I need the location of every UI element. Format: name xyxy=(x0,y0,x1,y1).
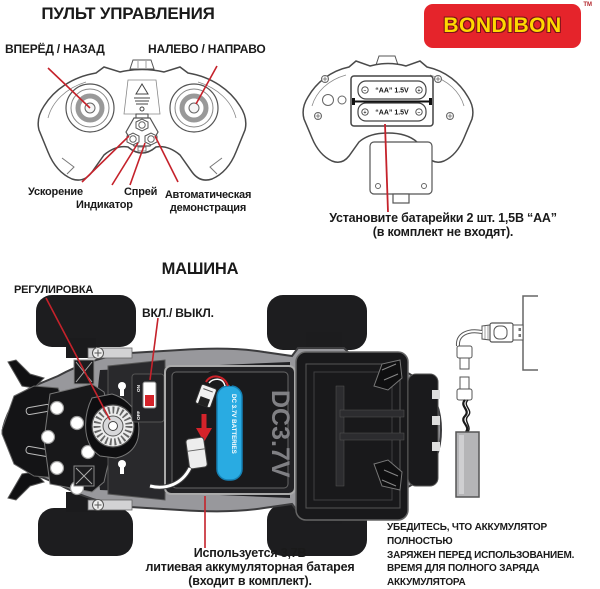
batteries-note-line2: (в комплект не входят). xyxy=(372,225,514,239)
charging-note: УБЕДИТЕСЬ, ЧТО АККУМУЛЯТОР ПОЛНОСТЬЮ ЗАР… xyxy=(387,521,600,589)
switch-on-label: ON xyxy=(136,384,141,392)
bondibon-logo: BONDIBON TM xyxy=(424,2,592,48)
rear-block xyxy=(295,351,440,521)
charger-battery-icon xyxy=(455,431,480,498)
car-battery-note-line3: (входит в комплект). xyxy=(188,574,312,588)
label-auto-demo-line2: демонстрация xyxy=(169,202,247,214)
batteries-note-line1: Установите батарейки 2 шт. 1,5В “АА” xyxy=(329,211,557,225)
battery-connector xyxy=(195,383,217,409)
logo-text: BONDIBON xyxy=(443,14,562,37)
polarity-minus: − xyxy=(418,110,421,116)
plug-arrowhead-icon xyxy=(196,428,212,442)
polarity-plus: + xyxy=(364,110,367,116)
adjustment-dial xyxy=(85,393,140,459)
charging-note-line3: ВРЕМЯ ДЛЯ ПОЛНОГО ЗАРЯДА АККУМУЛЯТОРА xyxy=(387,563,540,589)
usb-port-icon xyxy=(522,295,538,371)
lithium-battery xyxy=(216,385,243,481)
switch-off-label: OFF xyxy=(136,411,141,420)
charge-connector-a xyxy=(456,345,473,370)
charge-connector-b xyxy=(456,376,473,401)
forward-arrow-icon xyxy=(134,83,150,121)
charger-cable xyxy=(455,329,483,347)
label-power: ВКЛ./ ВЫКЛ. xyxy=(142,306,214,320)
label-left-right: НАЛЕВО / НАПРАВО xyxy=(148,42,266,56)
polarity-minus: − xyxy=(364,88,367,94)
battery-cover xyxy=(369,141,433,204)
remote-back-illustration: − + + − “AA” 1.5V “AA” 1.5V xyxy=(302,55,474,213)
screw-icons xyxy=(314,75,454,120)
usb-plug-icon xyxy=(481,322,524,343)
label-acceleration: Ускорение xyxy=(28,186,83,198)
front-plate xyxy=(40,347,133,511)
battery-big-label: DC3.7V xyxy=(266,390,294,478)
twisted-wire xyxy=(462,399,469,433)
joystick-right-icon xyxy=(169,83,219,133)
remote-front-illustration xyxy=(37,59,247,186)
section-title-remote: ПУЛЬТ УПРАВЛЕНИЯ xyxy=(41,4,215,23)
battery-pill-label: DC 3.7V BATTERIES xyxy=(230,394,237,454)
usb-charger-illustration xyxy=(455,295,538,498)
label-adjustment: РЕГУЛИРОВКА xyxy=(14,284,94,296)
callout-lines-front xyxy=(47,65,218,186)
battery-cell-top-label: “AA” 1.5V xyxy=(375,88,409,95)
antenna-icon xyxy=(129,59,155,70)
label-auto-demo: Автоматическая демонстрация xyxy=(160,189,256,215)
power-switch: ON OFF xyxy=(131,373,165,423)
callout-line-batteries xyxy=(384,123,389,213)
label-auto-demo-line1: Автоматическая xyxy=(164,189,252,201)
battery-cell-bottom-label: “AA” 1.5V xyxy=(375,110,409,117)
label-forward-back: ВПЕРЁД / НАЗАД xyxy=(5,42,105,56)
label-indicator: Индикатор xyxy=(76,199,133,211)
car-battery-note-line1: Используется 3,7В xyxy=(193,546,307,560)
section-title-car: МАШИНА xyxy=(161,260,239,278)
trademark-label: TM xyxy=(583,2,592,8)
batteries-note: Установите батарейки 2 шт. 1,5В “АА” (в … xyxy=(293,211,593,239)
charging-note-line2: ЗАРЯЖЕН ПЕРЕД ИСПОЛЬЗОВАНИЕМ. xyxy=(387,549,575,561)
car-battery-note-line2: литиевая аккумуляторная батарея xyxy=(145,560,355,574)
label-spray: Спрей xyxy=(124,186,158,198)
car-underside-illustration: ON OFF DC3.7V DC 3.7V BATTERIES xyxy=(1,295,443,556)
battery-bay: DC3.7V DC 3.7V BATTERIES xyxy=(149,365,296,495)
battery-compartment: − + + − “AA” 1.5V “AA” 1.5V xyxy=(350,75,434,127)
car-battery-note: Используется 3,7В литиевая аккумуляторна… xyxy=(115,546,385,588)
polarity-plus: + xyxy=(418,88,421,94)
charging-note-line1: УБЕДИТЕСЬ, ЧТО АККУМУЛЯТОР ПОЛНОСТЬЮ xyxy=(387,522,547,547)
button-cluster xyxy=(125,117,159,152)
car-side-connector xyxy=(185,436,208,470)
callout-lines-car xyxy=(45,297,206,548)
